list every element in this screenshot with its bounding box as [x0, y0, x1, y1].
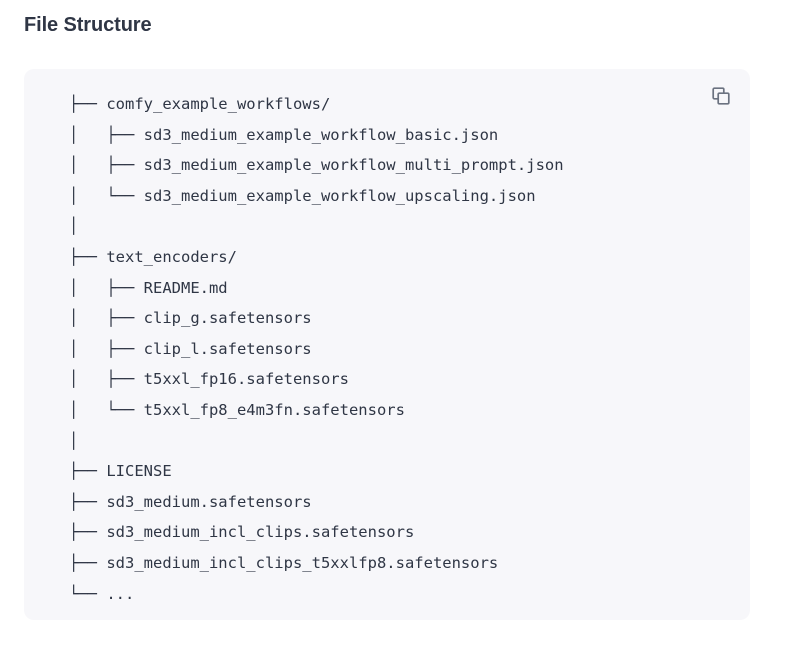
copy-icon — [712, 87, 730, 105]
code-block-panel: ├── comfy_example_workflows/ │ ├── sd3_m… — [24, 69, 750, 620]
file-tree-content: ├── comfy_example_workflows/ │ ├── sd3_m… — [69, 95, 564, 603]
copy-icon-button[interactable] — [708, 83, 734, 109]
page-title: File Structure — [24, 14, 152, 36]
